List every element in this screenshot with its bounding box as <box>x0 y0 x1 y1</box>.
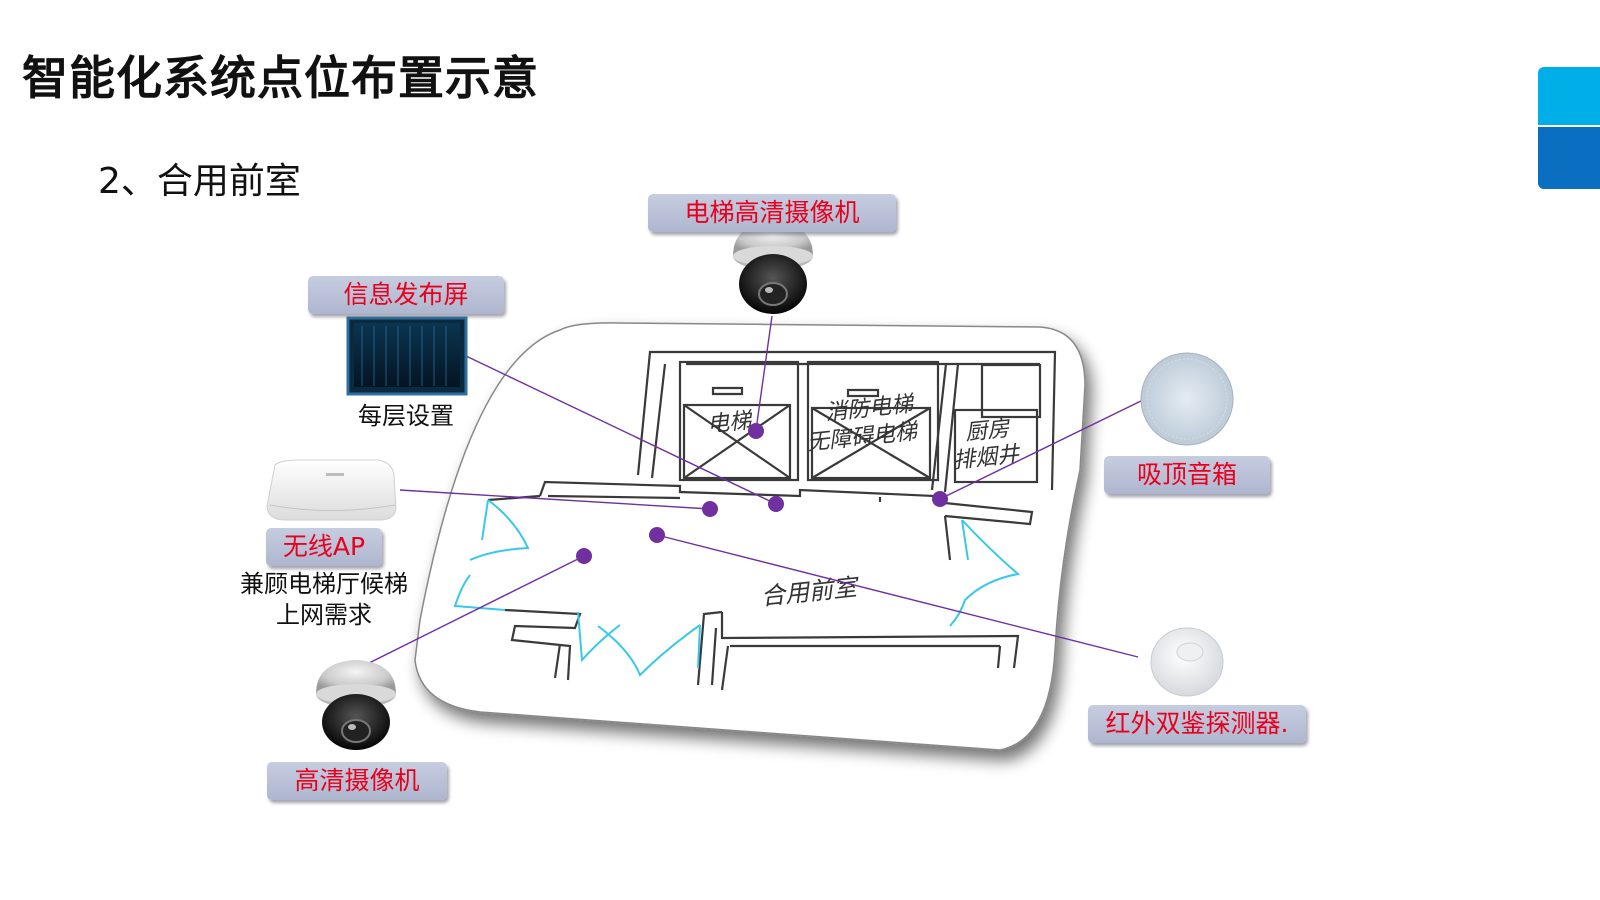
plan-card <box>414 322 1086 751</box>
note-info-screen: 每层设置 <box>358 402 454 430</box>
hd-camera-icon <box>316 660 396 750</box>
ceiling-speaker-icon <box>1140 352 1234 446</box>
accent-bar-light <box>1538 67 1600 125</box>
slide-subtitle: 2、合用前室 <box>98 161 301 202</box>
marker-ir-detector <box>649 527 665 543</box>
device-markers <box>576 423 948 564</box>
plan-label-kitchen-1: 厨房 <box>964 416 1012 446</box>
door-swings <box>453 499 1021 677</box>
marker-elevator-camera <box>748 423 764 439</box>
accent-bar-dark <box>1538 127 1600 189</box>
elevator-camera-icon <box>733 222 813 314</box>
label-ir-detector: 红外双鉴探测器. <box>1088 705 1306 743</box>
marker-hd-camera <box>576 548 592 564</box>
info-screen-icon <box>346 316 468 396</box>
leader-lines <box>354 315 1144 671</box>
label-wireless-ap: 无线AP <box>266 528 382 566</box>
ir-detector-icon <box>1150 627 1224 697</box>
marker-ceiling-speaker <box>932 491 948 507</box>
slide-title: 智能化系统点位布置示意 <box>22 51 539 105</box>
marker-info-screen <box>768 496 784 512</box>
note-wireless-ap-1: 兼顾电梯厅候梯 <box>240 570 408 598</box>
marker-wireless-ap <box>702 501 718 517</box>
label-hd-camera: 高清摄像机 <box>267 762 447 800</box>
label-elevator-camera: 电梯高清摄像机 <box>648 194 896 232</box>
label-ceiling-speaker: 吸顶音箱 <box>1104 456 1270 494</box>
label-info-screen: 信息发布屏 <box>308 276 504 314</box>
note-wireless-ap-2: 上网需求 <box>276 601 372 629</box>
plan-label-elevator: 电梯 <box>706 408 754 438</box>
wireless-ap-icon <box>266 459 397 521</box>
